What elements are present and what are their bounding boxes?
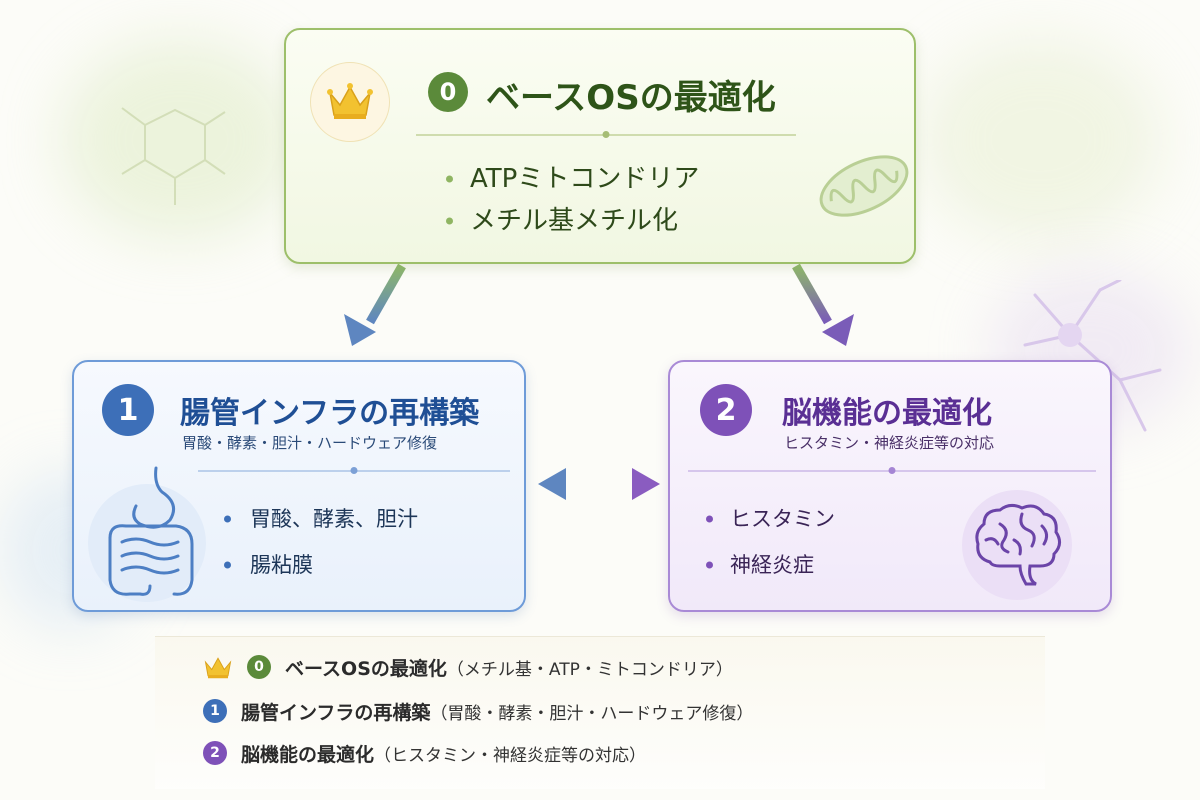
legend-row-2: 2 脳機能の最適化 （ヒスタミン・神経炎症等の対応）	[203, 739, 646, 767]
base-os-bullet-list: ATPミトコンドリア メチル基メチル化	[446, 158, 699, 242]
bullet-item: 神経炎症	[706, 542, 835, 588]
legend-tail-2: （ヒスタミン・神経炎症等の対応）	[374, 745, 647, 766]
brain-bullet-list: ヒスタミン 神経炎症	[706, 496, 835, 588]
arrow-top-to-left	[344, 263, 406, 346]
arrow-top-to-right	[792, 263, 854, 346]
background-glow-right	[920, 40, 1160, 240]
gut-infrastructure-title: 腸管インフラの再構築	[180, 396, 480, 431]
brain-function-subtitle: ヒスタミン・神経炎症等の対応	[784, 434, 995, 452]
brain-icon	[975, 503, 1061, 586]
gut-bullet-list: 胃酸、酵素、胆汁 腸粘膜	[224, 496, 418, 588]
legend-badge-0: 0	[247, 655, 271, 679]
step-2-badge: 2	[700, 384, 752, 436]
mitochondria-icon	[819, 155, 909, 217]
gut-infrastructure-box: 1 腸管インフラの再構築 胃酸・酵素・胆汁・ハードウェア修復 胃酸、酵素、胆汁 …	[72, 360, 526, 612]
brain-icon-circle	[962, 490, 1072, 600]
bullet-text: メチル基メチル化	[470, 206, 679, 236]
molecule-icon	[121, 107, 226, 205]
legend-badge-1: 1	[203, 699, 227, 723]
gut-infrastructure-subtitle: 胃酸・酵素・胆汁・ハードウェア修復	[182, 434, 438, 452]
step-1-badge: 1	[102, 384, 154, 436]
bullet-text: ATPミトコンドリア	[470, 164, 700, 194]
legend-badge-2: 2	[203, 741, 227, 765]
legend-panel: 0 ベースOSの最適化 （メチル基・ATP・ミトコンドリア） 1 腸管インフラの…	[155, 636, 1045, 789]
bullet-item: ATPミトコンドリア	[446, 158, 699, 200]
bullet-text: ヒスタミン	[730, 507, 835, 531]
bullet-item: 胃酸、酵素、胆汁	[224, 496, 418, 542]
base-os-title: ベースOSの最適化	[486, 78, 776, 118]
bullet-text: 神経炎症	[730, 553, 814, 577]
bullet-item: ヒスタミン	[706, 496, 835, 542]
bullet-item: 腸粘膜	[224, 542, 418, 588]
intestine-icon-circle	[88, 484, 206, 602]
brain-function-box: 2 脳機能の最適化 ヒスタミン・神経炎症等の対応 ヒスタミン 神経炎症	[668, 360, 1112, 612]
bullet-text: 胃酸、酵素、胆汁	[250, 507, 418, 531]
brain-function-title: 脳機能の最適化	[782, 396, 992, 431]
legend-row-1: 1 腸管インフラの再構築 （胃酸・酵素・胆汁・ハードウェア修復）	[203, 697, 753, 725]
legend-tail-1: （胃酸・酵素・胆汁・ハードウェア修復）	[430, 703, 754, 724]
crown-icon	[327, 83, 373, 119]
legend-head-2: 脳機能の最適化	[241, 743, 375, 766]
step-0-badge: 0	[428, 72, 468, 112]
arrow-bidirectional	[538, 468, 660, 500]
legend-head-0: ベースOSの最適化	[285, 657, 447, 680]
bullet-item: メチル基メチル化	[446, 200, 699, 242]
crown-icon-circle	[310, 62, 390, 142]
brain-divider	[688, 467, 1096, 474]
legend-tail-0: （メチル基・ATP・ミトコンドリア）	[446, 659, 733, 680]
legend-row-0: 0 ベースOSの最適化 （メチル基・ATP・ミトコンドリア）	[203, 653, 733, 681]
base-os-box: 0 ベースOSの最適化 ATPミトコンドリア メチル基メチル化	[284, 28, 916, 264]
crown-icon	[204, 657, 232, 679]
legend-head-1: 腸管インフラの再構築	[241, 701, 431, 724]
background-glow-left	[60, 40, 300, 240]
gut-divider	[198, 467, 510, 474]
bullet-text: 腸粘膜	[250, 553, 313, 577]
intestine-icon	[108, 466, 194, 596]
base-os-divider	[416, 131, 796, 138]
